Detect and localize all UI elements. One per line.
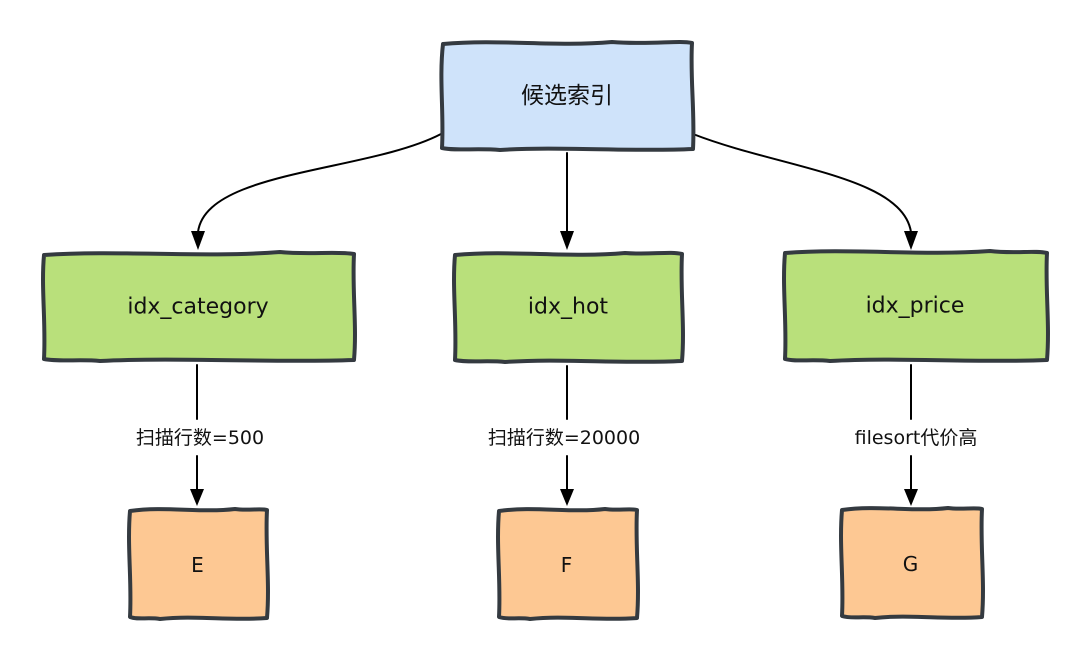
node-plan-g xyxy=(839,506,985,620)
arrowhead-idx-category-to-e xyxy=(190,489,204,506)
edge-label-scan-rows-500: 扫描行数=500 xyxy=(136,427,264,449)
edge-label-filesort-cost: filesort代价高 xyxy=(855,427,978,449)
node-plan-e-label: E xyxy=(191,553,205,577)
arrow-root-to-idx-price xyxy=(692,133,912,233)
arrowhead-idx-hot-to-f xyxy=(560,489,574,506)
node-idx-price-label: idx_price xyxy=(866,294,965,319)
node-plan-g-label: G xyxy=(903,552,920,576)
node-idx-price xyxy=(782,249,1050,363)
arrow-root-to-idx-category xyxy=(197,133,442,233)
node-idx-hot xyxy=(452,250,685,364)
edge-label-scan-rows-20000: 扫描行数=20000 xyxy=(488,427,640,449)
node-plan-f xyxy=(496,507,640,621)
arrowhead-root-to-idx-price xyxy=(904,231,918,250)
node-candidate-index-label: 候选索引 xyxy=(521,83,613,109)
node-idx-category-label: idx_category xyxy=(127,295,268,320)
arrowhead-root-to-idx-hot xyxy=(560,231,574,250)
node-plan-e xyxy=(127,507,270,621)
arrowhead-idx-price-to-g xyxy=(904,489,918,506)
arrowhead-root-to-idx-category xyxy=(191,231,205,250)
node-idx-category xyxy=(41,250,357,363)
node-plan-f-label: F xyxy=(561,553,574,577)
node-idx-hot-label: idx_hot xyxy=(528,295,609,320)
node-candidate-index xyxy=(439,40,696,152)
